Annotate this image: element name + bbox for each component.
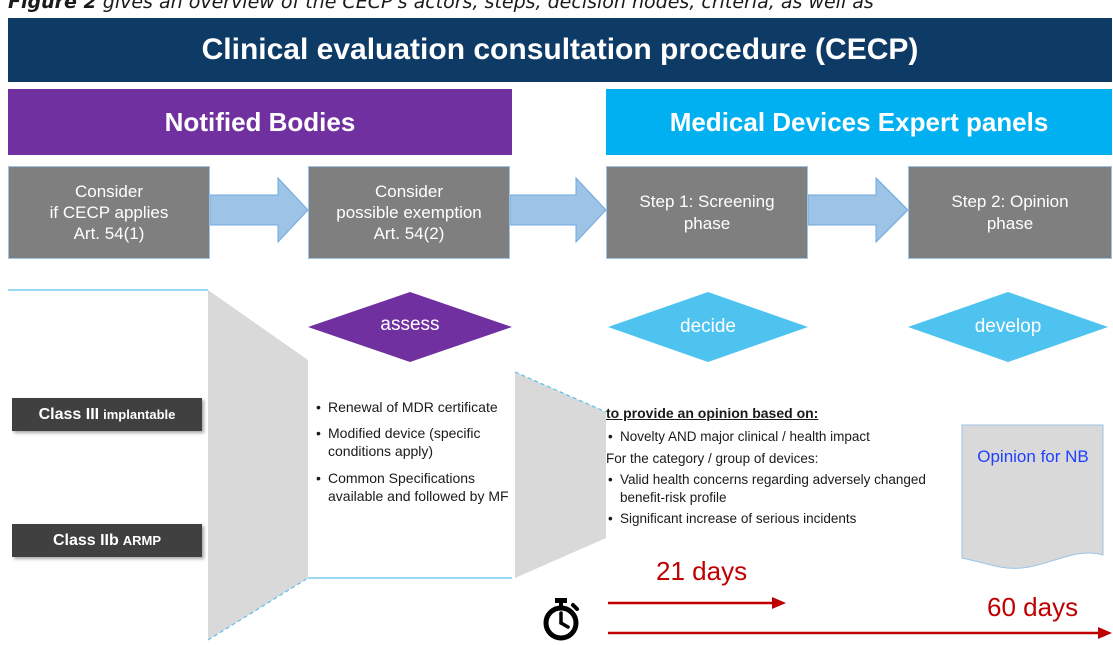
class-sub: ARMP <box>122 533 162 548</box>
class-main: Class IIb <box>52 531 119 549</box>
filter-funnel-right <box>515 372 606 578</box>
decide-label: decide <box>680 316 736 337</box>
figure-caption-prefix: Figure 2 <box>8 0 97 13</box>
class-sub: implantable <box>103 407 176 422</box>
step-label: Step 1: Screening phase <box>639 192 775 233</box>
figure-caption-text: gives an overview of the CECP's actors, … <box>96 0 874 13</box>
step-opinion-phase: Step 2: Opinion phase <box>908 166 1112 259</box>
diagram-title: Clinical evaluation consultation procedu… <box>8 18 1112 82</box>
assess-label: assess <box>380 314 440 335</box>
criteria-item: Novelty AND major clinical / health impa… <box>606 428 956 446</box>
flow-arrow-3 <box>807 176 909 244</box>
step-label: Consider possible exemption Art. 54(2) <box>336 181 482 244</box>
exemption-list: Renewal of MDR certificate Modified devi… <box>314 398 510 513</box>
criteria-item: Significant increase of serious incident… <box>606 510 956 528</box>
flow-arrow-1 <box>209 176 309 244</box>
step-label: Consider if CECP applies Art. 54(1) <box>49 181 169 244</box>
exemption-item: Common Specifications available and foll… <box>316 469 510 505</box>
screening-days-label: 21 days <box>656 556 748 586</box>
opinion-criteria: to provide an opinion based on: Novelty … <box>606 404 956 532</box>
class-main: Class III <box>38 405 100 423</box>
develop-decision-diamond <box>908 292 1108 362</box>
figure-caption: Figure 2 gives an overview of the CECP's… <box>8 0 874 13</box>
expert-panels-header: Medical Devices Expert panels <box>606 89 1112 155</box>
filter-funnel-left <box>208 290 308 640</box>
opinion-for-nb-label: Opinion for NB <box>977 447 1089 466</box>
step-check-cecp-applies: Consider if CECP applies Art. 54(1) <box>8 166 210 259</box>
exemption-item: Renewal of MDR certificate <box>316 398 510 416</box>
criteria-heading: to provide an opinion based on: <box>606 405 819 421</box>
assess-decision-diamond <box>308 292 512 362</box>
notified-bodies-header: Notified Bodies <box>8 89 512 155</box>
decide-decision-diamond <box>608 292 808 362</box>
exemption-item: Modified device (specific conditions app… <box>316 424 510 460</box>
opinion-document-shape <box>961 424 1104 569</box>
criteria-item: Valid health concerns regarding adversel… <box>606 471 956 506</box>
step-possible-exemption: Consider possible exemption Art. 54(2) <box>308 166 510 259</box>
step-screening-phase: Step 1: Screening phase <box>606 166 808 259</box>
step-label: Step 2: Opinion phase <box>951 192 1069 233</box>
stopwatch-icon <box>543 598 579 641</box>
develop-label: develop <box>974 316 1042 337</box>
opinion-days-label: 60 days <box>987 592 1079 622</box>
flow-arrow-2 <box>509 176 607 244</box>
criteria-group-intro: For the category / group of devices: <box>606 450 819 466</box>
